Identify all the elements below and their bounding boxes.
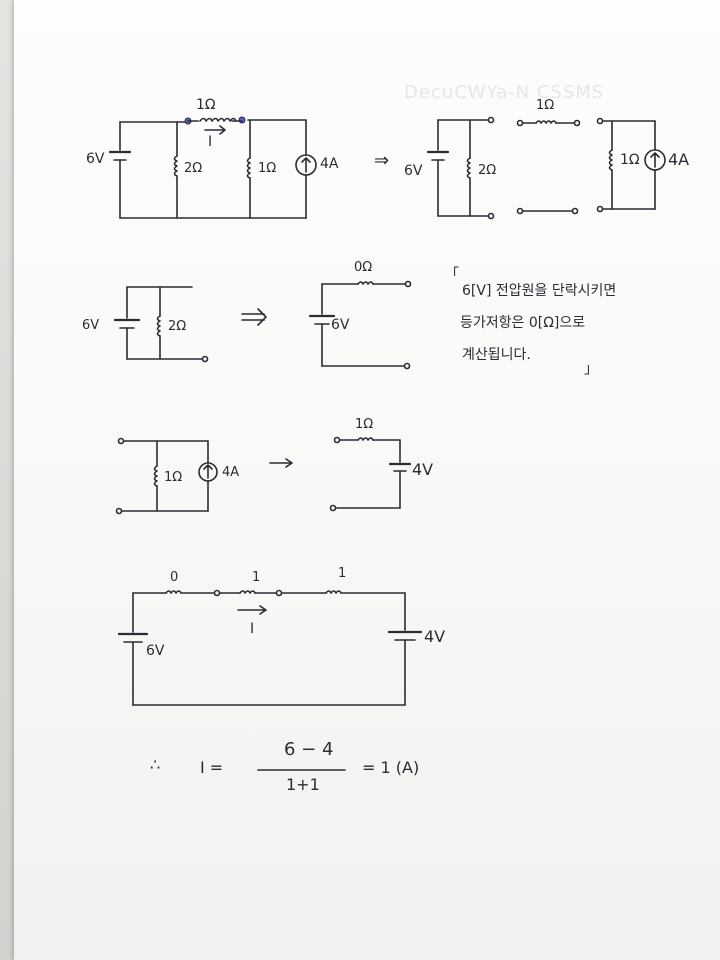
fig1-circuit <box>108 116 317 219</box>
note-close-bracket: 」 <box>584 361 598 377</box>
fig3-shunt-label: 2Ω <box>168 319 187 334</box>
fig3-source-label: 6V <box>82 318 100 333</box>
fig2-top-r-label: 1Ω <box>536 98 555 113</box>
fig2-right-r-label: 1Ω <box>620 152 640 168</box>
fig5-right-v-label: 4V <box>424 627 446 646</box>
fig1-arrow: ⇒ <box>374 150 390 171</box>
fig3-out-v-label: 6V <box>331 317 350 333</box>
fig5-r0-label: 0 <box>170 570 179 585</box>
fig1-source-label: 6V <box>86 151 105 167</box>
fig1-series-resistor <box>199 117 237 122</box>
fig1-shunt-label: 2Ω <box>184 161 203 176</box>
formula-therefore: ∴ <box>150 755 161 774</box>
fig4-circuit <box>115 436 412 515</box>
fig3-top-r-label: 0Ω <box>354 260 373 275</box>
fig1-right-resistor <box>246 157 251 179</box>
formula-numerator: 6 − 4 <box>284 739 334 760</box>
fig3-circuit <box>113 280 412 370</box>
fig4-left-r-label: 1Ω <box>164 470 183 485</box>
fig5-circuit <box>117 589 423 706</box>
fig1-shunt-resistor <box>173 155 178 177</box>
fig4-out-v-label: 4V <box>412 460 434 479</box>
fig5-r1-label: 1 <box>252 570 261 585</box>
fig1-right-r-label: 1Ω <box>258 161 277 176</box>
fig4-current-source-label: 4A <box>222 465 240 480</box>
fig5-left-v-label: 6V <box>146 643 165 659</box>
fig5-r2-label: 1 <box>338 566 347 581</box>
fig2-current-source-label: 4A <box>668 150 690 169</box>
note-line-1: 6[V] 전압원을 단락시키면 <box>462 283 617 299</box>
formula-result: = 1 (A) <box>362 758 420 777</box>
bleed-through-text: DecuCWYa-N CSSMS <box>404 82 605 103</box>
fig1-current-arrow <box>204 125 226 135</box>
fig2-shunt-label: 2Ω <box>478 163 497 178</box>
fig2-circuit <box>426 116 666 220</box>
fig1-current-label: I <box>208 134 213 150</box>
fig1-current-source-label: 4A <box>320 156 339 172</box>
formula-denominator: 1+1 <box>286 775 320 794</box>
formula-lhs: I = <box>200 758 224 777</box>
note-open-bracket: 「 <box>445 267 459 283</box>
fig1-r-series-label: 1Ω <box>196 97 216 113</box>
paper-sheet: DecuCWYa-N CSSMS <box>14 0 720 960</box>
fig5-current-label: I <box>250 621 255 637</box>
fig4-top-r-label: 1Ω <box>355 417 374 432</box>
note-line-2: 등가저항은 0[Ω]으로 <box>460 315 586 331</box>
note-line-3: 계산됩니다. <box>462 347 531 363</box>
fig2-source-label: 6V <box>404 163 423 179</box>
